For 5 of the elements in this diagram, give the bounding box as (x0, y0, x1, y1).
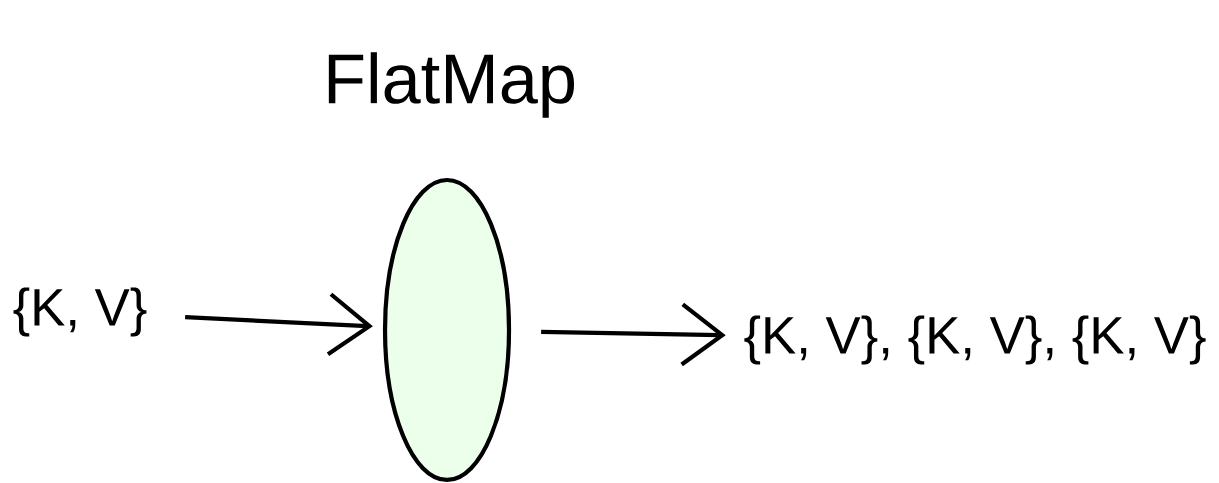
text-label: {K, V} (13, 287, 147, 337)
arrow (541, 302, 726, 367)
text-label: {K, V}, {K, V}, {K, V} (744, 315, 1206, 365)
heading: FlatMap (328, 52, 574, 118)
arrow (185, 292, 373, 356)
